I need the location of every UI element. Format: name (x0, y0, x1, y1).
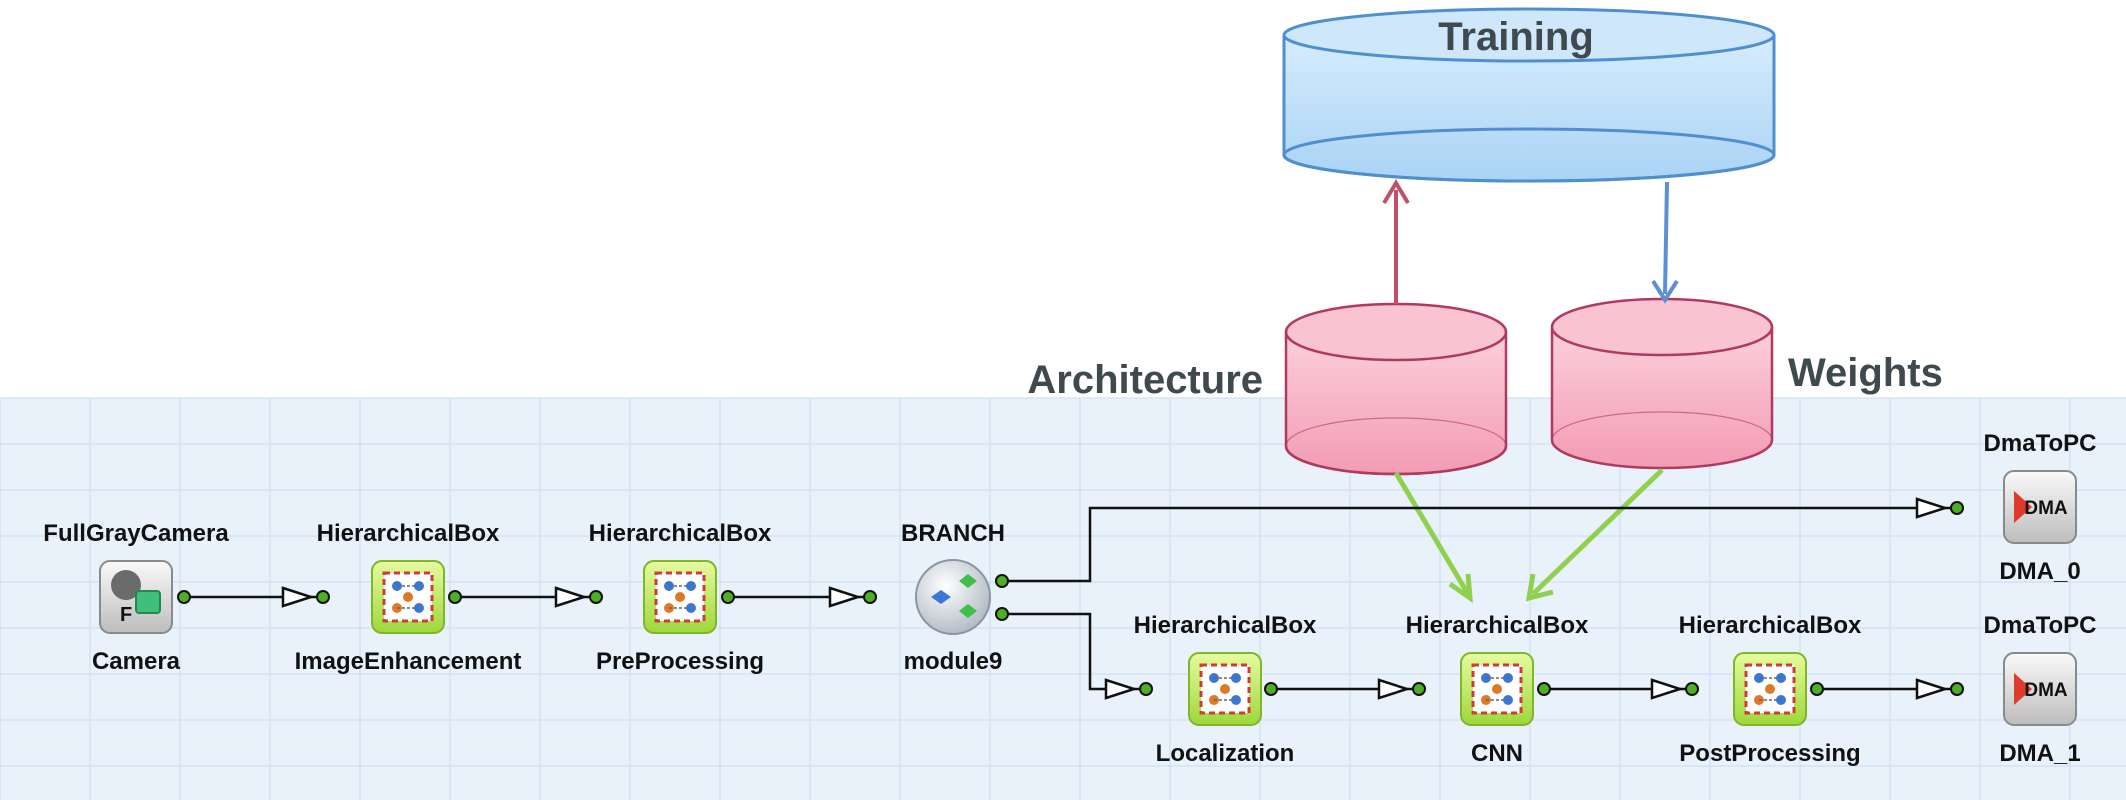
module-name-label: Localization (1156, 740, 1295, 767)
dma-icon: DMA (2003, 470, 2077, 544)
module-dma-1[interactable]: DMA DmaToPC DMA_1 (1984, 612, 2097, 767)
weights-label: Weights (1788, 351, 1943, 395)
output-port[interactable] (177, 590, 191, 604)
module-type-label: HierarchicalBox (1679, 612, 1862, 639)
hierarchical-box-icon (643, 560, 717, 634)
output-port[interactable] (448, 590, 462, 604)
training-label: Training (1438, 15, 1594, 59)
input-port[interactable] (1950, 682, 1964, 696)
input-port[interactable] (1685, 682, 1699, 696)
input-port[interactable] (1412, 682, 1426, 696)
output-port[interactable] (721, 590, 735, 604)
output-port[interactable] (1810, 682, 1824, 696)
module-type-label: BRANCH (901, 520, 1005, 547)
module-name-label: module9 (904, 648, 1003, 675)
input-arrow-icon (1377, 678, 1412, 700)
module-name-label: CNN (1471, 740, 1523, 767)
input-arrow-icon (1915, 497, 1950, 519)
output-port[interactable] (995, 607, 1009, 621)
module-name-label: Camera (92, 648, 181, 675)
weights-database (1550, 297, 1774, 470)
module-name-label: PreProcessing (596, 648, 764, 675)
architecture-label: Architecture (1027, 358, 1263, 402)
output-port[interactable] (1537, 682, 1551, 696)
input-arrow-icon (1915, 678, 1950, 700)
hierarchical-box-icon (1188, 652, 1262, 726)
input-port[interactable] (1139, 682, 1153, 696)
input-arrow-icon (281, 586, 316, 608)
hierarchical-box-icon (371, 560, 445, 634)
input-port[interactable] (1950, 501, 1964, 515)
block-diagram-area (0, 397, 2126, 800)
module-type-label: DmaToPC (1984, 612, 2097, 639)
architecture-to-cnn-arrow (1393, 471, 1473, 604)
module-name-label: DMA_1 (1999, 740, 2080, 767)
ports (177, 497, 1964, 700)
module-name-label: ImageEnhancement (295, 648, 522, 675)
module-type-label: FullGrayCamera (43, 520, 229, 547)
branch-icon (915, 559, 991, 635)
module-name-label: PostProcessing (1679, 740, 1860, 767)
output-port[interactable] (1264, 682, 1278, 696)
architecture-database (1284, 302, 1508, 476)
module-type-label: HierarchicalBox (317, 520, 500, 547)
camera-icon: F (99, 560, 173, 634)
module-type-label: DmaToPC (1984, 430, 2097, 457)
input-port[interactable] (863, 590, 877, 604)
input-port[interactable] (589, 590, 603, 604)
module-type-label: HierarchicalBox (1134, 612, 1317, 639)
svg-text:DMA: DMA (2024, 498, 2068, 519)
hierarchical-box-icon (1460, 652, 1534, 726)
module-dma-0[interactable]: DMA DmaToPC DMA_0 (1984, 430, 2097, 585)
svg-text:DMA: DMA (2024, 680, 2068, 701)
module-name-label: DMA_0 (1999, 558, 2080, 585)
svg-text:F: F (120, 604, 132, 626)
module-type-label: HierarchicalBox (1406, 612, 1589, 639)
weights-to-cnn-arrow (1525, 468, 1664, 602)
training-database: Training (1282, 7, 1776, 183)
module-module9[interactable]: BRANCH module9 (901, 520, 1005, 675)
architecture-to-training-arrow (1382, 179, 1410, 304)
wire-branch-to-dma0 (1002, 506, 1957, 583)
input-arrow-icon (1650, 678, 1685, 700)
module-type-label: HierarchicalBox (589, 520, 772, 547)
dma-icon: DMA (2003, 652, 2077, 726)
training-to-weights-arrow (1651, 181, 1679, 304)
input-arrow-icon (554, 586, 589, 608)
output-port[interactable] (995, 574, 1009, 588)
hierarchical-box-icon (1733, 652, 1807, 726)
input-arrow-icon (828, 586, 863, 608)
input-port[interactable] (316, 590, 330, 604)
input-arrow-icon (1104, 678, 1139, 700)
